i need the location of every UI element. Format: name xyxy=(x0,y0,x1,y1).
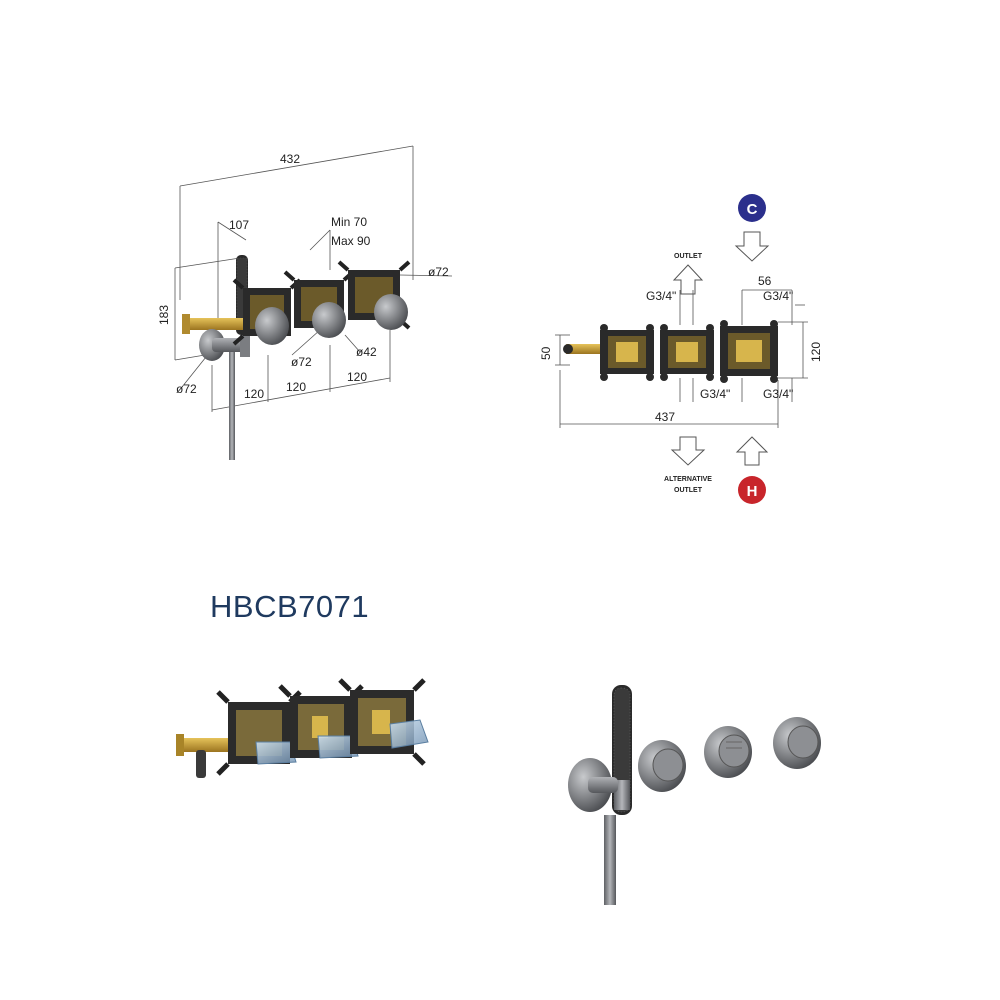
dim-spacing-2: 120 xyxy=(286,380,306,394)
plan-valve-box-1 xyxy=(600,324,654,381)
plan-view-drawing: C OUTLET G3/4" 56 G3/4" xyxy=(539,194,823,504)
alt-outlet-line1: ALTERNATIVE xyxy=(664,476,712,483)
thermostatic-knob-icon xyxy=(638,740,686,792)
plan-valve-box-2 xyxy=(660,324,714,381)
hot-label: H xyxy=(747,483,758,500)
thermostatic-knob-icon xyxy=(704,726,752,778)
arrow-up-icon xyxy=(735,436,769,466)
dim-offset: 107 xyxy=(229,218,249,232)
thermostatic-knob-icon xyxy=(773,717,821,769)
plan-inlet-pipe xyxy=(566,344,602,354)
cold-label: C xyxy=(747,201,758,218)
dim-dia-middle: ø72 xyxy=(291,355,312,369)
dim-pitch: 56 xyxy=(758,274,772,288)
thread-bottom-left: G3/4" xyxy=(700,387,730,401)
outlet-label: OUTLET xyxy=(674,253,703,260)
dim-height: 183 xyxy=(157,305,171,325)
dim-dia-top-right: ø72 xyxy=(428,265,449,279)
dim-min-depth: Min 70 xyxy=(331,215,367,229)
cold-badge: C xyxy=(738,194,766,222)
mixer-valve-bodies-icon xyxy=(176,678,429,778)
thread-bottom-right: G3/4" xyxy=(763,387,793,401)
thread-top-right: G3/4" xyxy=(763,289,793,303)
model-code: HBCB7071 xyxy=(210,589,369,624)
valve-body-3 xyxy=(337,260,411,330)
plan-valve-box-3 xyxy=(720,320,778,383)
dim-height-right: 120 xyxy=(809,342,823,362)
front-view-drawing: 432 107 Min 70 Max 90 ø72 183 ø72 ø42 ø7… xyxy=(157,145,453,460)
alt-outlet-line2: OUTLET xyxy=(674,487,703,494)
dim-dia-knob: ø42 xyxy=(356,345,377,359)
hot-badge: H xyxy=(738,476,766,504)
thread-top-left: G3/4" xyxy=(646,289,676,303)
arrow-up-icon xyxy=(672,264,704,295)
plan-dimension-lines xyxy=(555,289,808,428)
dim-spacing-1: 120 xyxy=(244,387,264,401)
valve-body-2 xyxy=(283,270,355,338)
dim-overall-length: 437 xyxy=(655,410,675,424)
plan-inlet-nut xyxy=(563,344,573,354)
dim-spacing-3: 120 xyxy=(347,370,367,384)
wall-outlet-icon xyxy=(199,329,250,361)
dim-dia-bottom-left: ø72 xyxy=(176,382,197,396)
dim-height-left: 50 xyxy=(539,346,553,360)
finished-set xyxy=(568,685,821,905)
arrow-down-icon xyxy=(670,436,706,466)
dim-overall-width: 432 xyxy=(280,152,300,166)
arrow-down-icon xyxy=(734,231,770,262)
hand-shower-icon xyxy=(568,685,632,905)
dim-max-depth: Max 90 xyxy=(331,234,371,248)
valve-body-1 xyxy=(232,278,302,346)
dimension-lines xyxy=(174,145,453,412)
pipe-end xyxy=(182,314,190,334)
